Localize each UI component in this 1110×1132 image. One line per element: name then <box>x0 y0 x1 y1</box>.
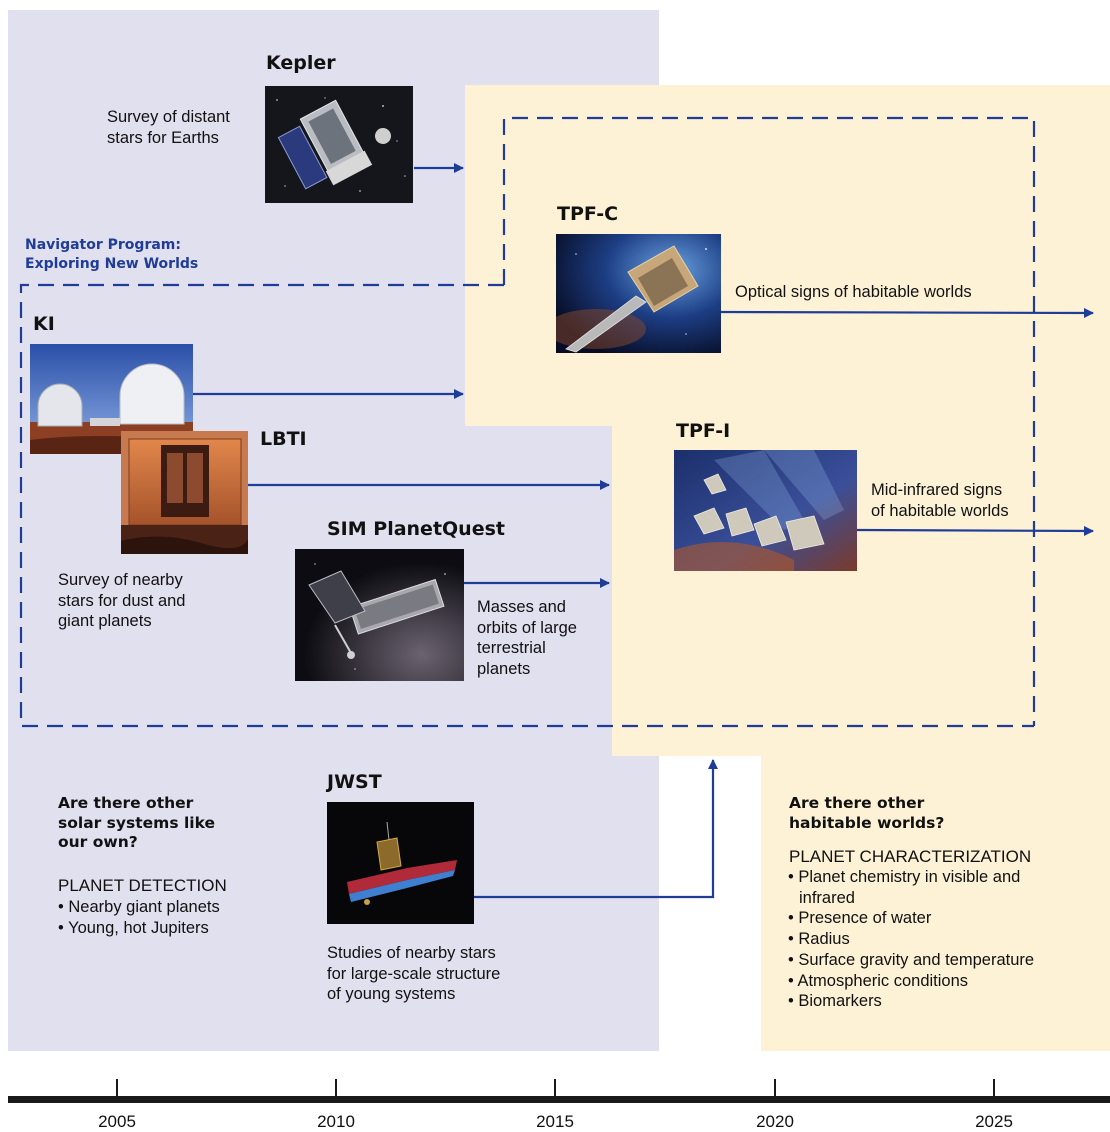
timeline-tick-label: 2005 <box>98 1112 136 1131</box>
kepler-spacecraft-image <box>265 86 413 203</box>
timeline-axis <box>8 1096 1110 1103</box>
tpfi-arrow <box>856 525 1094 536</box>
timeline-tick-label: 2020 <box>756 1112 794 1131</box>
tpf-i-formation-flyer-image <box>674 450 857 571</box>
sim-description: Masses and orbits of large terrestrial p… <box>477 598 577 678</box>
tpfc-arrow <box>720 307 1094 318</box>
jwst-title: JWST <box>327 771 382 793</box>
kepler-description: Survey of distant stars for Earths <box>107 108 230 147</box>
tpfc-description: Optical signs of habitable worlds <box>735 283 972 301</box>
kepler-title: Kepler <box>266 52 336 74</box>
list-item: Radius <box>788 929 1078 950</box>
tpfi-title: TPF-I <box>676 420 731 442</box>
timeline-tick <box>774 1079 776 1097</box>
list-item: Nearby giant planets <box>58 897 278 918</box>
timeline-tick <box>116 1079 118 1097</box>
list-item: Young, hot Jupiters <box>58 918 278 939</box>
list-item: Surface gravity and temperature <box>788 950 1078 971</box>
timeline-tick <box>554 1079 556 1097</box>
list-item: Presence of water <box>788 908 1078 929</box>
large-binocular-telescope-image <box>121 431 248 554</box>
detection-question: Are there other solar systems like our o… <box>58 794 215 851</box>
sim-title: SIM PlanetQuest <box>327 518 505 540</box>
list-item: Planet chemistry in visible and infrared <box>788 867 1078 908</box>
characterization-list: Planet chemistry in visible and infrared… <box>788 867 1078 1012</box>
ki-title: KI <box>33 313 55 335</box>
list-item: Biomarkers <box>788 991 1078 1012</box>
lbti-description: Survey of nearby stars for dust and gian… <box>58 571 186 630</box>
lbti-title: LBTI <box>260 428 307 450</box>
sim-planetquest-spacecraft-image <box>295 549 464 681</box>
timeline-tick-label: 2015 <box>536 1112 574 1131</box>
tpfc-title: TPF-C <box>557 203 619 225</box>
tpfi-description: Mid-infrared signs of habitable worlds <box>871 481 1009 520</box>
tpf-c-spacecraft-image <box>556 234 721 353</box>
detection-heading: PLANET DETECTION <box>58 876 227 895</box>
tpf-program-dashed-outline <box>19 116 1036 728</box>
list-item: Atmospheric conditions <box>788 971 1078 992</box>
timeline-tick <box>993 1079 995 1097</box>
characterization-question: Are there other habitable worlds? <box>789 794 945 832</box>
timeline-tick-label: 2025 <box>975 1112 1013 1131</box>
jwst-spacecraft-image <box>327 802 474 924</box>
characterization-heading: PLANET CHARACTERIZATION <box>789 847 1032 866</box>
jwst-description: Studies of nearby stars for large-scale … <box>327 944 501 1003</box>
detection-list: Nearby giant planets Young, hot Jupiters <box>58 897 278 938</box>
timeline-tick <box>335 1079 337 1097</box>
jwst-arrow <box>474 759 718 899</box>
timeline-tick-label: 2010 <box>317 1112 355 1131</box>
navigator-program-label: Navigator Program: Exploring New Worlds <box>25 237 199 272</box>
